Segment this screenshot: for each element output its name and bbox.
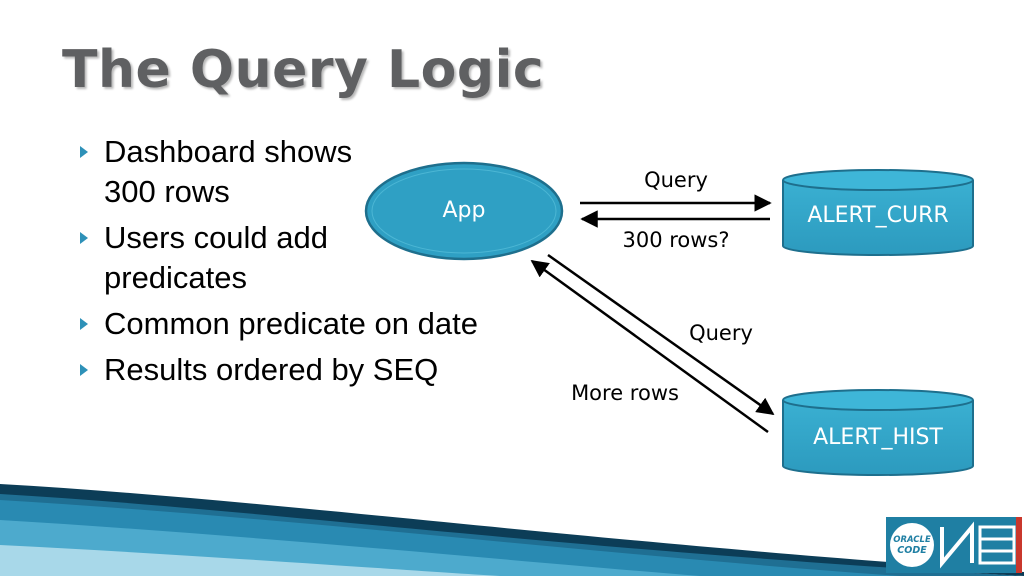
bullet-text: Users could add predicates (104, 220, 329, 295)
arrow-query-hist (547, 253, 775, 416)
bullet-text: Results ordered by SEQ (104, 352, 439, 387)
bullet-item: Common predicate on date (78, 304, 548, 344)
db-curr-label: ALERT_CURR (807, 203, 948, 228)
rows-curr-label: 300 rows? (622, 228, 729, 252)
logo-text-bottom: CODE (897, 545, 927, 556)
oracle-code-logo: ORACLE CODE (886, 517, 1022, 573)
app-node: App (364, 161, 564, 261)
bullet-text: Common predicate on date (104, 306, 478, 341)
arrow-rows-hist (530, 259, 769, 434)
bullet-arrow-icon (80, 364, 88, 376)
query-hist-label: Query (689, 321, 753, 345)
database-alert-curr: ALERT_CURR (782, 169, 974, 256)
slide-title: The Query Logic (62, 40, 545, 100)
bullet-text: Dashboard shows 300 rows (104, 134, 353, 209)
bullet-item: Results ordered by SEQ (78, 350, 548, 390)
bullet-list: Dashboard shows 300 rows Users could add… (78, 132, 548, 396)
decorative-swoosh (0, 484, 1024, 576)
bullet-arrow-icon (80, 232, 88, 244)
bullet-item: Users could add predicates (78, 218, 548, 298)
bullet-arrow-icon (80, 146, 88, 158)
app-label: App (443, 198, 486, 223)
db-hist-label: ALERT_HIST (813, 425, 943, 450)
bullet-arrow-icon (80, 318, 88, 330)
database-alert-hist: ALERT_HIST (782, 389, 974, 476)
logo-text-top: ORACLE (893, 535, 931, 545)
query-curr-label: Query (644, 168, 708, 192)
bullet-item: Dashboard shows 300 rows (78, 132, 548, 212)
rows-hist-label: More rows (571, 381, 679, 405)
